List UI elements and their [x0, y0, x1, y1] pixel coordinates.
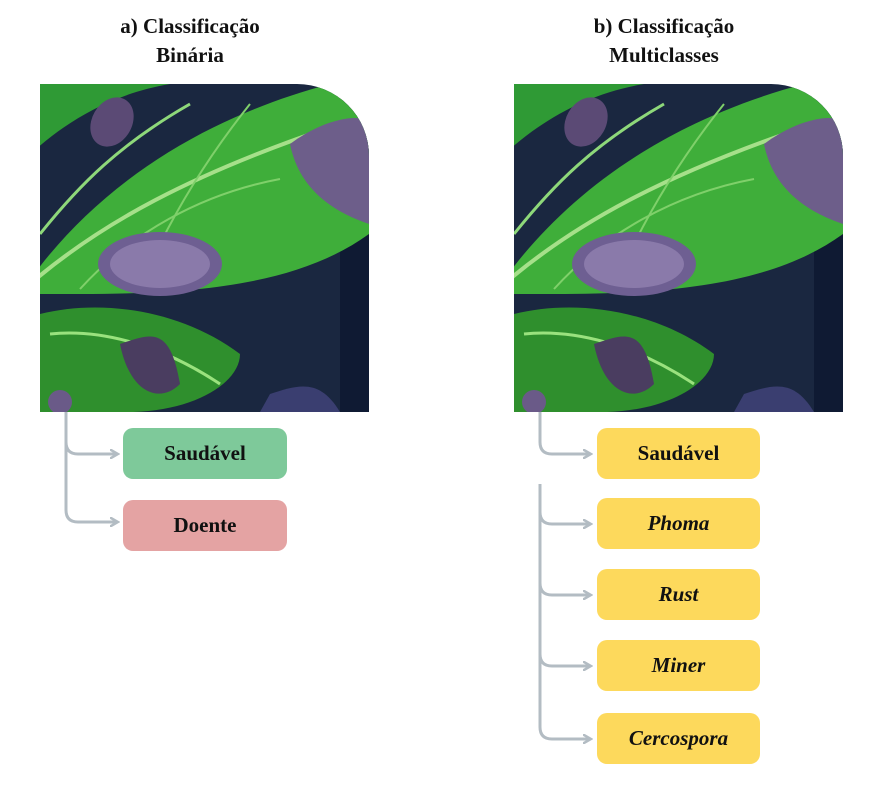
panel-b-class-box-rust: Rust	[597, 569, 760, 620]
panel-b-title-line2: Multiclasses	[609, 43, 719, 67]
panel-b-class-box-phoma: Phoma	[597, 498, 760, 549]
panel-a-title: a) Classificação Binária	[40, 12, 340, 70]
panel-b-connector-trunk	[538, 484, 553, 741]
panel-a-class-box-diseased: Doente	[123, 500, 287, 551]
panel-b-connector-trunk-top	[538, 412, 553, 456]
panel-a-class-box-healthy: Saudável	[123, 428, 287, 479]
panel-b-class-box-healthy: Saudável	[597, 428, 760, 479]
panel-b-arrow-4	[538, 653, 591, 666]
panel-b-class-box-miner: Miner	[597, 640, 760, 691]
panel-b-arrow-2	[538, 511, 591, 524]
panel-a-arrow-1	[64, 441, 118, 454]
panel-a-title-line2: Binária	[156, 43, 224, 67]
panel-b-title: b) Classificação Multiclasses	[514, 12, 814, 70]
panel-b-class-box-cercospora: Cercospora	[597, 713, 760, 764]
coffee-leaf-photo-icon	[514, 84, 843, 412]
coffee-leaf-photo-icon	[40, 84, 369, 412]
panel-b-leaf-image	[514, 84, 843, 412]
panel-a-title-line1: a) Classificação	[120, 14, 260, 38]
panel-a-leaf-image	[40, 84, 369, 412]
panel-b-title-line1: b) Classificação	[593, 14, 735, 38]
panel-a-connector-trunk	[64, 412, 79, 524]
panel-b-arrow-3	[538, 582, 591, 595]
